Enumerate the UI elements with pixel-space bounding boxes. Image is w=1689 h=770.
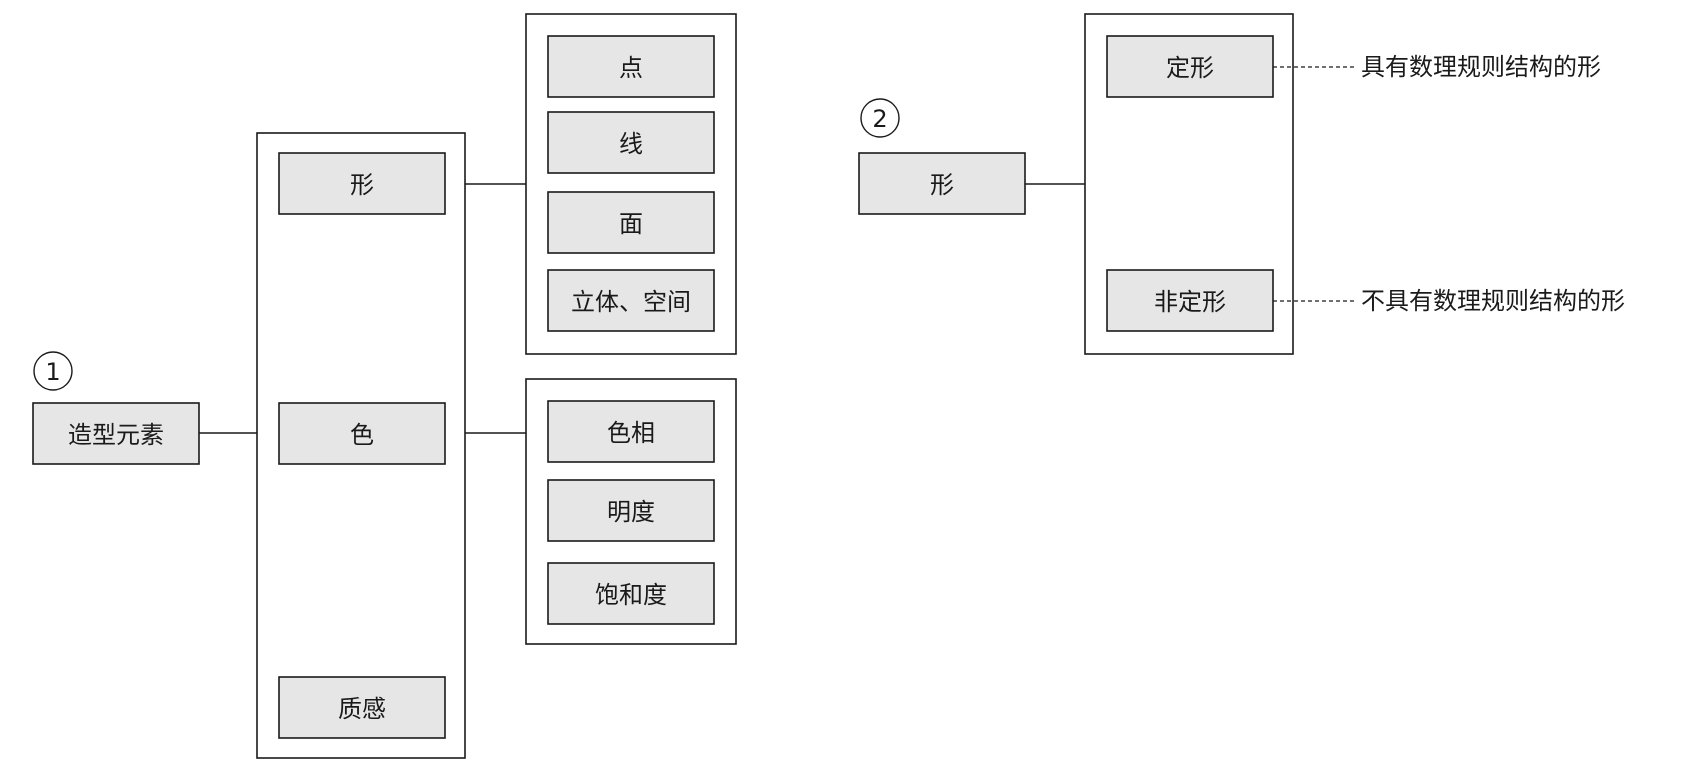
shape-element-solid-space: 立体、空间 xyxy=(547,269,715,332)
color-attribute-hue: 色相 xyxy=(547,400,715,463)
root-node-shape-label: 形 xyxy=(930,171,954,199)
shape-element-label: 线 xyxy=(619,130,643,158)
shape-type-label: 非定形 xyxy=(1154,288,1226,316)
color-attribute-brightness: 明度 xyxy=(547,479,715,542)
color-attribute-saturation: 饱和度 xyxy=(547,562,715,625)
shape-type-definite: 定形 xyxy=(1106,35,1274,98)
diagram-1: 1 造型元素 形 色 质感 点 xyxy=(32,13,737,759)
root-node-form-elements: 造型元素 xyxy=(32,402,200,465)
diagram-1-marker-number: 1 xyxy=(45,358,60,386)
category-node-color: 色 xyxy=(278,402,446,465)
root-node-shape: 形 xyxy=(858,152,1026,215)
annotation-indefinite: 不具有数理规则结构的形 xyxy=(1361,287,1625,315)
shape-type-indefinite: 非定形 xyxy=(1106,269,1274,332)
shape-element-label: 面 xyxy=(619,210,643,238)
shape-element-plane: 面 xyxy=(547,191,715,254)
diagram-2-marker-number: 2 xyxy=(872,105,887,133)
category-label-texture: 质感 xyxy=(338,695,386,723)
shape-type-label: 定形 xyxy=(1166,54,1214,82)
shape-element-label: 点 xyxy=(619,54,643,82)
category-node-texture: 质感 xyxy=(278,676,446,739)
diagram-2-marker: 2 xyxy=(860,98,900,138)
diagram-2: 2 形 定形 具有数理规则结构的形 非定形 不具有数理规则结构的形 xyxy=(858,13,1625,355)
shape-element-point: 点 xyxy=(547,35,715,98)
color-attribute-label: 明度 xyxy=(607,498,655,526)
color-attribute-label: 色相 xyxy=(607,419,655,447)
color-attribute-label: 饱和度 xyxy=(595,581,667,609)
shape-element-line: 线 xyxy=(547,111,715,174)
shape-element-label: 立体、空间 xyxy=(571,288,691,316)
category-label-shape: 形 xyxy=(350,171,374,199)
annotation-definite: 具有数理规则结构的形 xyxy=(1361,53,1601,81)
root-node-label: 造型元素 xyxy=(68,421,164,449)
category-node-shape: 形 xyxy=(278,152,446,215)
diagram-1-marker: 1 xyxy=(33,351,73,391)
category-label-color: 色 xyxy=(350,421,374,449)
